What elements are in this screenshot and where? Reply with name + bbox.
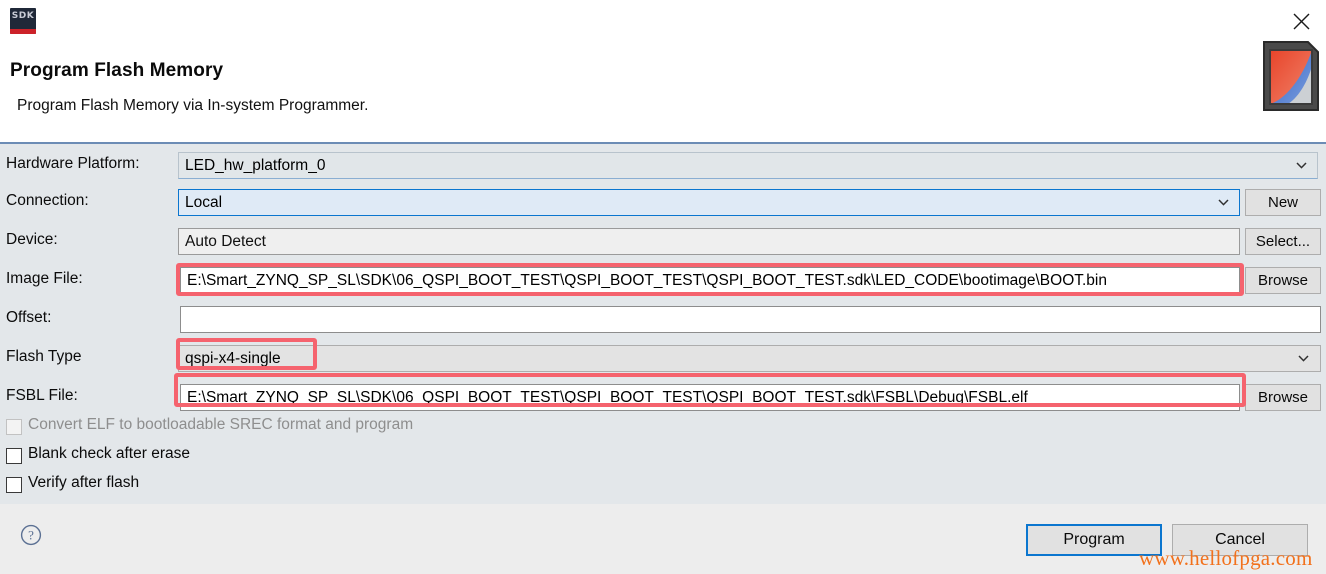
close-icon[interactable] bbox=[1285, 5, 1317, 35]
checkbox-label: Blank check after erase bbox=[28, 445, 190, 462]
checkbox-box[interactable] bbox=[6, 477, 22, 493]
page-title: Program Flash Memory bbox=[10, 60, 224, 81]
dialog-header: SDK Program Flash Memory Program Flash M… bbox=[0, 0, 1326, 144]
sdk-app-icon: SDK bbox=[10, 8, 36, 34]
checkbox-label: Verify after flash bbox=[28, 474, 140, 491]
form-row-offset: Offset: bbox=[0, 306, 1326, 333]
cancel-button[interactable]: Cancel bbox=[1172, 524, 1308, 556]
label-flash-type: Flash Type bbox=[6, 348, 82, 365]
form-row-device: Device: Auto Detect Select... bbox=[0, 228, 1326, 255]
label-connection: Connection: bbox=[6, 192, 89, 209]
dialog-footer: ? Program Cancel bbox=[0, 504, 1326, 574]
checkbox-box[interactable] bbox=[6, 419, 22, 435]
new-connection-button[interactable]: New bbox=[1245, 189, 1321, 216]
form-row-image-file: Image File: E:\Smart_ZYNQ_SP_SL\SDK\06_Q… bbox=[0, 267, 1326, 294]
form-row-connection: Connection: Local New bbox=[0, 189, 1326, 216]
flash-type-combo[interactable]: qspi-x4-single bbox=[178, 345, 1321, 372]
chevron-down-icon[interactable] bbox=[1292, 345, 1316, 372]
sdk-icon-label: SDK bbox=[11, 11, 35, 21]
device-field[interactable]: Auto Detect bbox=[178, 228, 1240, 255]
label-fsbl-file: FSBL File: bbox=[6, 387, 78, 404]
form-row-flash-type: Flash Type qspi-x4-single bbox=[0, 345, 1326, 372]
page-subtitle: Program Flash Memory via In-system Progr… bbox=[17, 97, 369, 114]
checkbox-box[interactable] bbox=[6, 448, 22, 464]
image-file-input[interactable]: E:\Smart_ZYNQ_SP_SL\SDK\06_QSPI_BOOT_TES… bbox=[180, 267, 1240, 294]
checkbox-label: Convert ELF to bootloadable SREC format … bbox=[28, 416, 414, 433]
program-button[interactable]: Program bbox=[1026, 524, 1162, 556]
connection-combo[interactable]: Local bbox=[178, 189, 1240, 216]
watermark: www.hellofpga.com bbox=[1139, 546, 1313, 570]
header-divider bbox=[0, 142, 1326, 144]
offset-input[interactable] bbox=[180, 306, 1321, 333]
browse-image-file-button[interactable]: Browse bbox=[1245, 267, 1321, 294]
fsbl-file-input[interactable]: E:\Smart_ZYNQ_SP_SL\SDK\06_QSPI_BOOT_TES… bbox=[180, 384, 1240, 411]
hardware-platform-combo[interactable]: LED_hw_platform_0 bbox=[178, 152, 1318, 179]
sdk-icon-accent-bar bbox=[10, 29, 36, 34]
label-offset: Offset: bbox=[6, 309, 52, 326]
svg-text:?: ? bbox=[28, 528, 34, 543]
flash-memory-card-icon bbox=[1262, 40, 1320, 112]
help-icon[interactable]: ? bbox=[20, 524, 42, 546]
form-area: Hardware Platform: LED_hw_platform_0 Con… bbox=[0, 144, 1326, 504]
select-device-button[interactable]: Select... bbox=[1245, 228, 1321, 255]
form-row-fsbl-file: FSBL File: E:\Smart_ZYNQ_SP_SL\SDK\06_QS… bbox=[0, 384, 1326, 411]
label-device: Device: bbox=[6, 231, 58, 248]
chevron-down-icon[interactable] bbox=[1290, 152, 1314, 179]
label-image-file: Image File: bbox=[6, 270, 83, 287]
chevron-down-icon[interactable] bbox=[1212, 189, 1236, 216]
browse-fsbl-file-button[interactable]: Browse bbox=[1245, 384, 1321, 411]
form-row-hardware-platform: Hardware Platform: LED_hw_platform_0 bbox=[0, 152, 1326, 179]
label-hardware-platform: Hardware Platform: bbox=[6, 155, 140, 172]
